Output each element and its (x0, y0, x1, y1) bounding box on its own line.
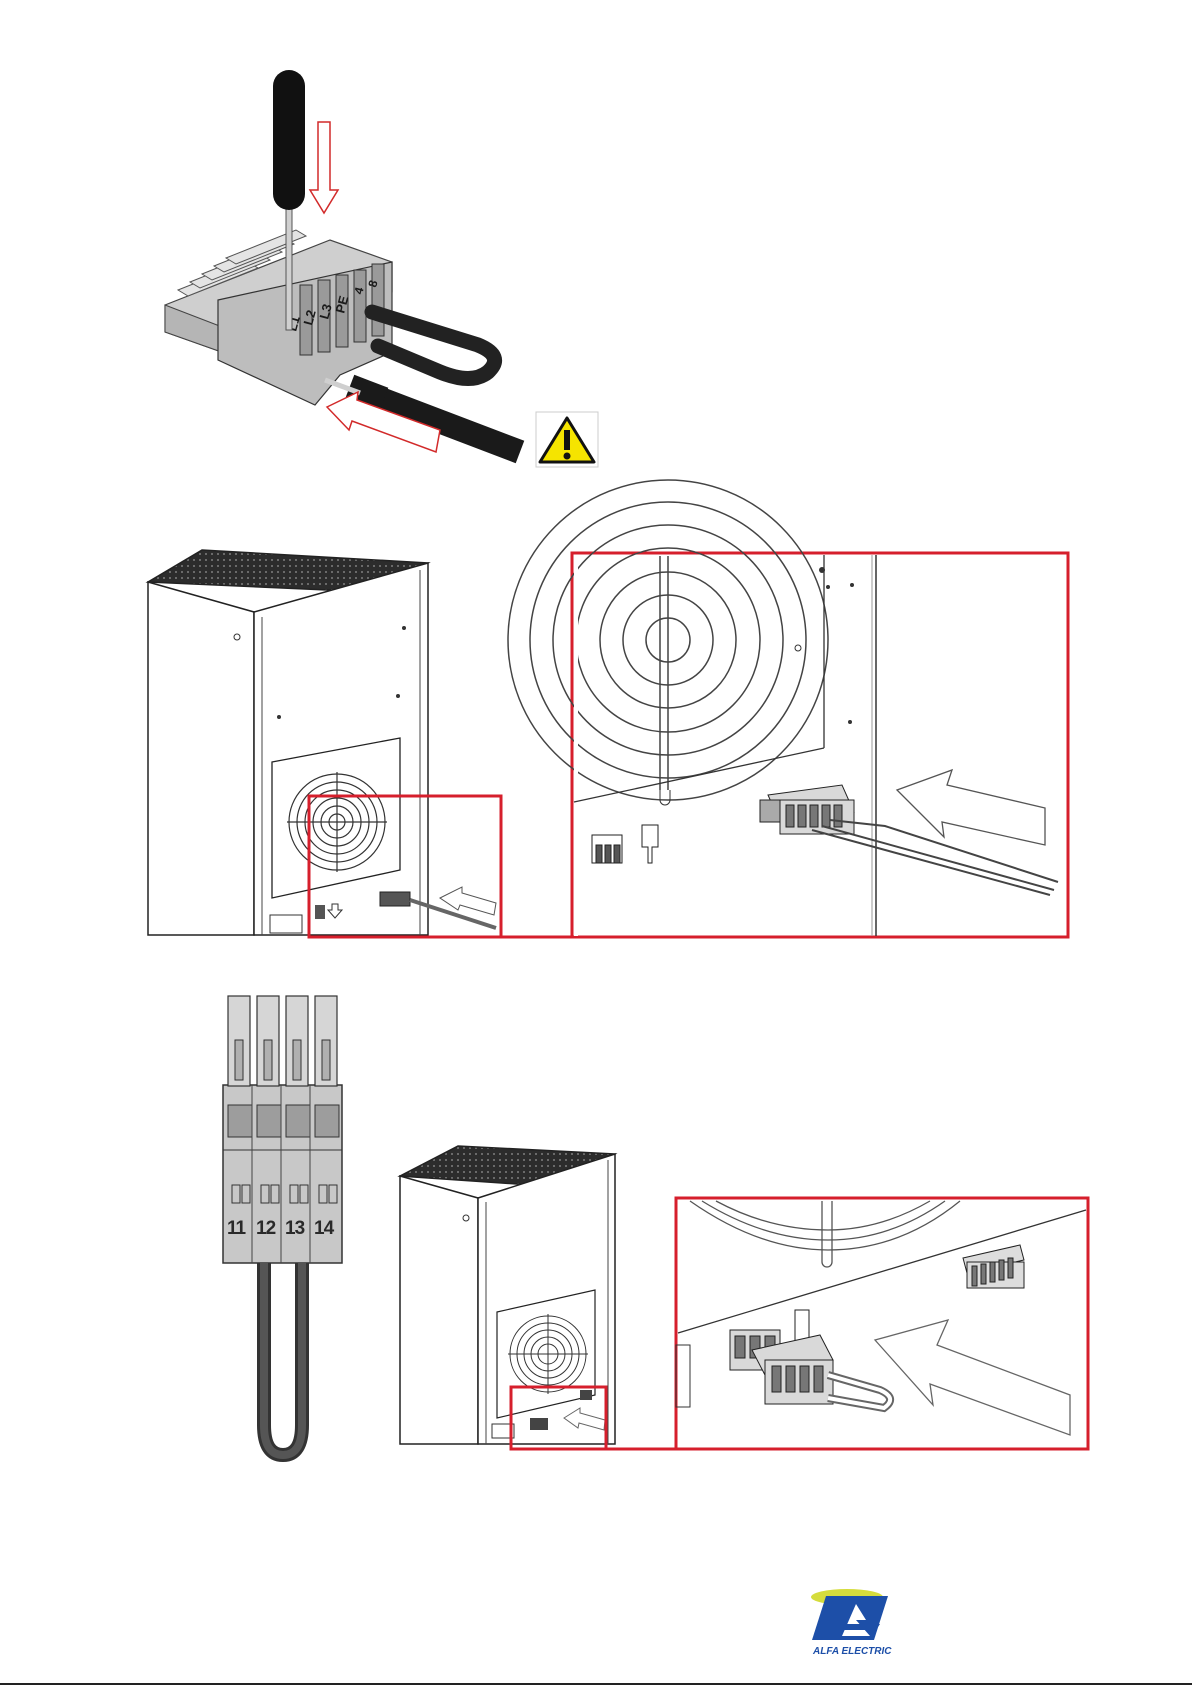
terminal-number: 14 (314, 1218, 335, 1239)
figure-2-cabinet-connection (148, 480, 1068, 937)
terminal-number: 13 (285, 1218, 305, 1239)
figure-3-signal-connection: 11 12 13 14 (223, 996, 1088, 1455)
cabinet (148, 550, 496, 935)
bridge-cable (264, 1263, 302, 1455)
logo-text: ALFA ELECTRIC (812, 1646, 892, 1657)
zoom-panel-2 (676, 1198, 1088, 1449)
cabinet (400, 1146, 615, 1444)
bridge-cable (372, 312, 495, 379)
warning-triangle-icon (536, 412, 598, 467)
signal-terminal-block: 11 12 13 14 (223, 996, 342, 1455)
alfa-electric-logo-icon: ALFA ELECTRIC (811, 1589, 892, 1657)
figure-1-terminal-wiring: L1 L2 L3 PE 4 8 (165, 70, 598, 467)
terminal-number: 11 (227, 1218, 247, 1239)
terminal-number: 12 (256, 1218, 276, 1239)
arrow-down-icon (310, 122, 338, 213)
zoom-panel-1 (508, 480, 1068, 937)
